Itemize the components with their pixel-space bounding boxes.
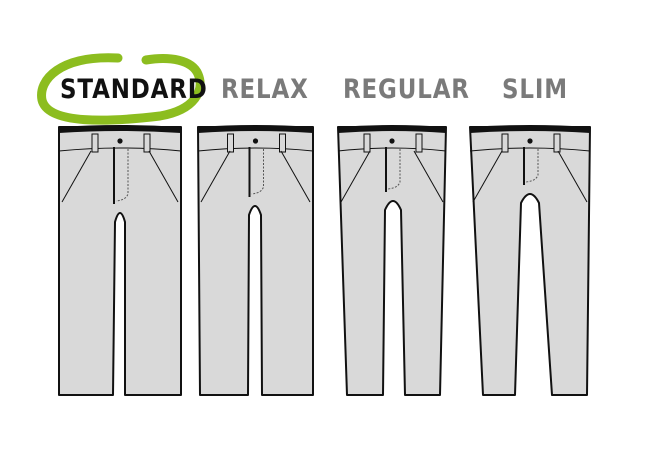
belt-loop: [143, 133, 151, 153]
button-icon: [252, 138, 259, 144]
pocket-right: [413, 150, 444, 203]
belt-loop: [415, 133, 423, 153]
pocket-right: [557, 150, 588, 203]
selected-ring: [37, 53, 205, 125]
pants-slim: [469, 126, 591, 396]
pocket-left: [200, 150, 231, 203]
waistband-inner: [338, 125, 446, 133]
button-icon: [389, 138, 395, 144]
waistband-line: [197, 147, 314, 152]
fit-label-standard[interactable]: STANDARD: [60, 74, 208, 105]
fly-stitching: [525, 149, 539, 183]
belt-loop: [279, 133, 286, 153]
pants-relax: [197, 126, 314, 396]
waistband-line: [469, 147, 591, 152]
waistband-inner: [198, 125, 313, 133]
waistband-line: [58, 147, 182, 152]
waistband-inner: [59, 125, 181, 133]
belt-loop: [501, 133, 509, 153]
pocket-left: [340, 150, 371, 203]
fly-stitching: [115, 149, 129, 202]
belt-loop: [227, 133, 234, 153]
fly-stitching: [387, 149, 401, 190]
pants-regular: [337, 126, 447, 396]
belt-loop: [363, 133, 371, 153]
waistband-line: [337, 147, 447, 152]
belt-loop: [553, 133, 561, 153]
fit-label-relax[interactable]: RELAX: [221, 74, 309, 105]
pocket-left: [472, 150, 503, 203]
pants-standard: [58, 126, 182, 396]
button-icon: [527, 138, 533, 144]
waistband-inner: [470, 125, 590, 133]
pocket-right: [148, 150, 179, 203]
belt-loop: [91, 133, 99, 153]
fly-stitching: [251, 149, 264, 195]
fit-label-regular[interactable]: REGULAR: [343, 74, 470, 105]
button-icon: [117, 138, 123, 144]
pocket-right: [280, 150, 311, 203]
fit-label-slim[interactable]: SLIM: [502, 74, 568, 105]
pocket-left: [61, 150, 92, 203]
